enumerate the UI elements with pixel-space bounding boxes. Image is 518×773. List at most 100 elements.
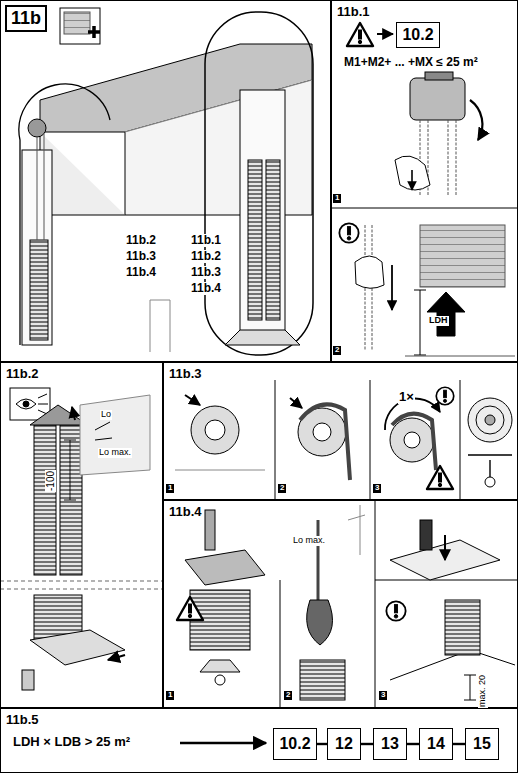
illustration-part [444,535,446,560]
illustration-part [19,84,110,345]
illustration-part [225,330,300,345]
illustration-part [200,660,240,672]
illustration-part [191,406,239,454]
panel-number: 11b.4 [169,504,202,519]
panel-number: 11b.1 [337,4,370,19]
illustration-part [395,156,430,190]
illustration-part [266,160,280,320]
reference-number: 14 [427,735,445,753]
illustration-part [40,132,125,215]
illustration-part [386,601,405,620]
illustration-part [476,406,504,434]
illustration-part [468,455,512,478]
illustration-part [470,100,482,140]
reference-number: 12 [335,735,353,753]
callout-label: 11b.3 [125,250,157,263]
reference-number: 10.2 [402,26,433,44]
step-panel: 11b.2 [0,362,163,708]
panel-number: 11b.2 [6,366,39,381]
sequence-connector [453,743,465,745]
illustration-part [390,418,434,462]
illustration-part [28,119,46,137]
callout-label: Lo max. [98,448,132,458]
illustration-part [163,500,518,708]
illustration-part [185,550,265,585]
illustration-part [30,240,48,340]
step-number: 2 [333,346,341,355]
step-panel: 11b [0,0,331,362]
illustration-part [205,12,313,355]
panel-number: 11b.3 [169,366,202,381]
callout-label: 11b.2 [125,234,157,247]
illustration-part [95,422,112,440]
illustration-part [391,265,393,310]
illustration-part [80,395,150,475]
illustration-part [313,423,331,441]
step-number: 1 [166,484,174,493]
illustration-part [392,414,436,470]
callout-label: 11b.2 [190,250,222,263]
illustration-part [377,33,393,35]
illustration-part [405,356,515,357]
illustration-part [30,630,125,665]
illustration-part [248,160,262,320]
illustration-part [22,670,34,690]
callout-label: M1+M2+ ... +MX ≤ 25 m² [343,56,479,69]
reference-box: 13 [373,728,407,760]
reference-box: 10.2 [273,728,317,760]
callout-label: 11b.1 [190,234,222,247]
door-overview [19,8,313,355]
illustration-part [445,600,480,655]
illustration-part [205,420,225,440]
illustration-part [300,404,350,480]
illustration-part [0,581,163,589]
illustration-part [88,26,100,38]
reference-number: 10.2 [279,735,310,753]
illustration-part [420,520,432,550]
illustration-part [240,90,285,340]
illustration-part [411,170,413,190]
callout-label: Lo max. [292,536,326,546]
step-panel: 11b.4 [163,500,518,708]
illustration-part [0,581,163,589]
illustration-part [414,290,426,355]
illustration-part [427,466,453,489]
step-number: 2 [284,691,292,700]
panel-number: 11b [5,5,47,32]
sequence-connector [407,743,419,745]
illustration-part [300,660,345,700]
illustration-part [468,398,512,442]
illustration-part [108,655,125,660]
step-number: 3 [373,484,381,493]
motor-chain-steps [331,23,518,356]
illustration-part [64,440,76,500]
callout-label: LDH [428,316,449,326]
reference-box: 10.2 [396,22,440,48]
sequence-connector [317,743,327,745]
step-number: 1 [166,691,174,700]
illustration-part [185,395,200,405]
illustration-part [23,401,29,407]
callout-label: 11b.3 [190,266,222,279]
illustration-part [485,415,495,425]
illustration-part [436,387,454,405]
illustration-part [275,380,460,500]
illustration-part [331,208,518,209]
callout-label: -100 [45,470,56,492]
illustration-part [60,8,100,44]
spring-mount-steps [163,500,518,708]
sequence-connector [361,743,373,745]
callout-label: 11b.4 [125,266,157,279]
illustration-part [175,470,265,471]
illustration-part [34,425,56,575]
illustration-part [60,425,82,575]
illustration-part [427,292,465,336]
illustration-part [404,432,420,448]
illustration-part [37,134,44,240]
panel-number: 11b.5 [6,712,39,727]
illustration-part [339,223,358,242]
illustration-part [30,405,88,425]
flow-arrow [180,742,266,744]
illustration-part [425,72,453,80]
